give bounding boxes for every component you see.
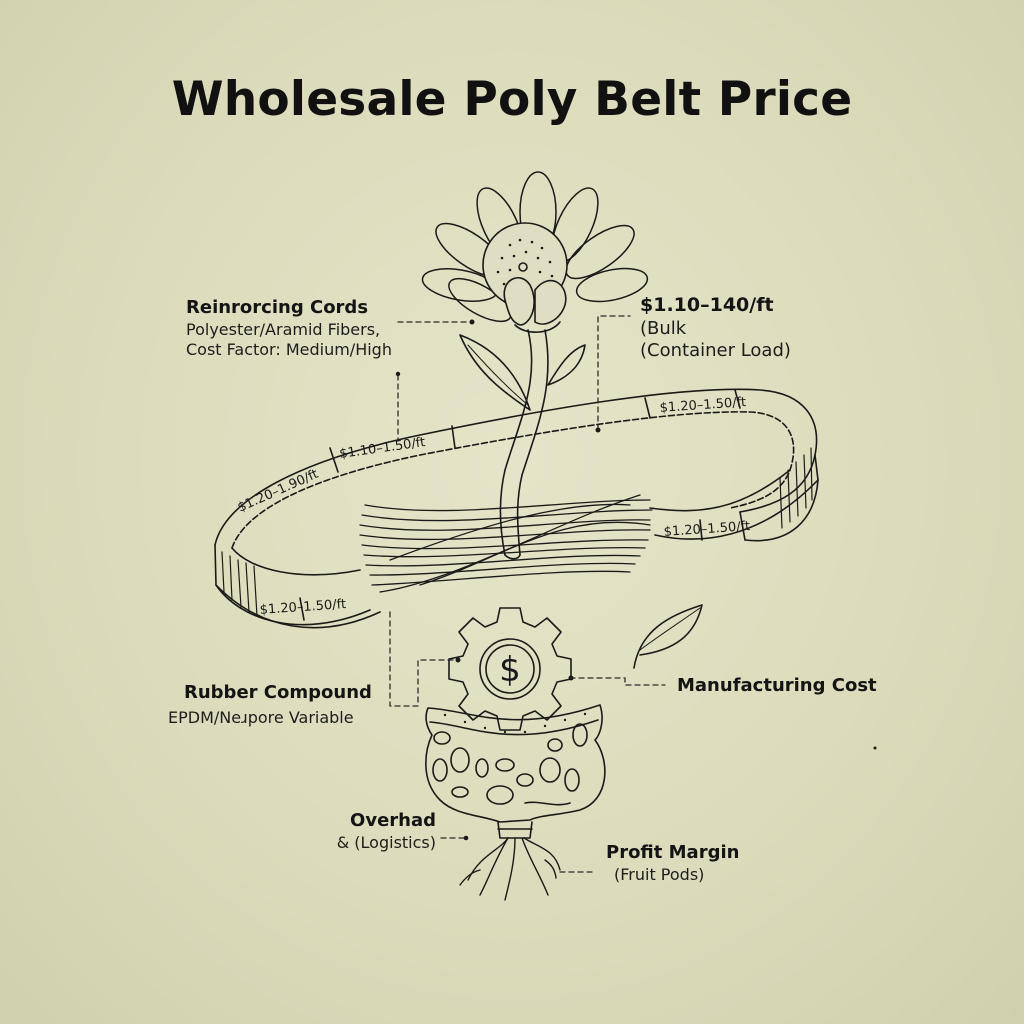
label-manufacturing-cost: Manufacturing Cost xyxy=(677,675,877,698)
belt-price-lower-left: $1.20–1.50/ft xyxy=(259,597,346,618)
bulk-price-line1: (Bulk xyxy=(640,317,687,339)
bulk-price-heading: $1.10–140/ft xyxy=(640,294,774,316)
label-overhead: Overhad & (Logistics) xyxy=(330,810,436,853)
flower-icon xyxy=(421,171,649,560)
belt-price-upper-mid: $1.10–1.50/ft xyxy=(338,435,426,462)
cell-structure-icon xyxy=(425,704,606,839)
overhead-line1: & (Logistics) xyxy=(336,832,436,852)
gear-dollar-icon: $ xyxy=(448,607,572,731)
roots-icon xyxy=(459,837,561,901)
belt-price-lower-right: $1.20–1.50/ft xyxy=(663,519,750,540)
label-rubber-compound-sub: EPDM/Neɹpore Variable xyxy=(168,708,354,728)
profit-margin-heading: Profit Margin xyxy=(606,842,740,863)
bulk-price-line2: (Container Load) xyxy=(640,340,791,362)
page-title: Wholesale Poly Belt Price xyxy=(171,72,853,127)
dollar-symbol: $ xyxy=(499,650,521,690)
overhead-heading: Overhad xyxy=(350,810,436,831)
rubber-compound-heading: Rubber Compound xyxy=(184,682,372,703)
profit-margin-line1: (Fruit Pods) xyxy=(614,864,705,884)
label-bulk-price: $1.10–140/ft (Bulk (Container Load) xyxy=(640,294,791,363)
reinforcing-cords-heading: Reinrorcing Cords xyxy=(186,297,369,318)
label-rubber-compound: Rubber Compound xyxy=(184,682,372,705)
rubber-compound-line1: EPDM/Neɹpore Variable xyxy=(168,708,354,727)
label-profit-margin: Profit Margin (Fruit Pods) xyxy=(606,842,739,885)
leaf-icon xyxy=(633,604,703,669)
reinforcing-cords-line2: Cost Factor: Medium/High xyxy=(186,339,392,359)
timing-belt-icon: $1.20–1.90/ft $1.10–1.50/ft $1.20–1.50/f… xyxy=(214,388,819,629)
belt-price-upper-left: $1.20–1.90/ft xyxy=(236,467,321,516)
leader-lines xyxy=(389,315,666,873)
reinforcing-cords-line1: Polyester/Aramid Fibers, xyxy=(186,319,381,339)
belt-price-upper-right: $1.20–1.50/ft xyxy=(659,395,746,416)
label-reinforcing-cords: Reinrorcing Cords Polyester/Aramid Fiber… xyxy=(186,297,392,360)
manufacturing-cost-heading: Manufacturing Cost xyxy=(677,675,877,696)
fiber-bundle-icon xyxy=(359,494,653,593)
